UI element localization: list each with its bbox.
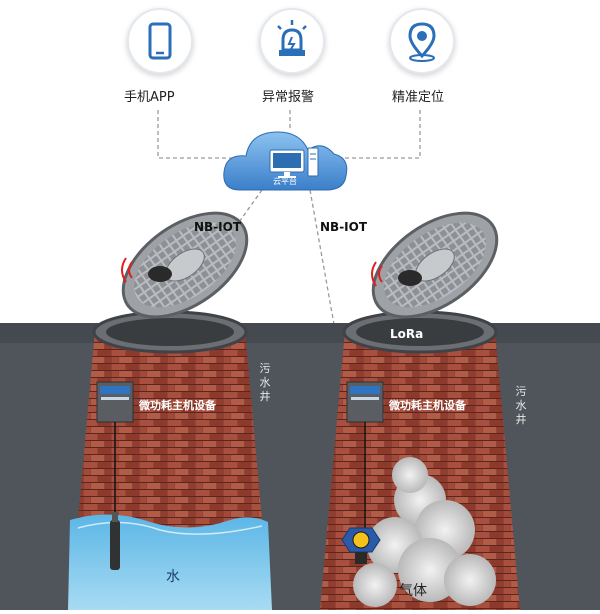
right-well [320,211,520,610]
left-sewer-label: 污水井 [259,362,271,403]
right-signal-icon [371,261,383,287]
gas-detector [341,527,381,564]
feature-label-app: 手机APP [124,90,175,105]
phone-app-icon [127,8,193,74]
gas-smoke [353,457,496,607]
left-manhole-cover [121,211,249,319]
feature-label-alarm: 异常报警 [262,90,315,105]
right-sewer-label: 污水井 [515,385,527,426]
connector-nbiot-right [309,189,336,331]
ground-surface [0,323,600,343]
left-host-label: 微功耗主机设备 [139,399,216,412]
left-lid-sensor [148,266,172,282]
gas-label: 气体 [399,583,427,599]
cloud-platform-icon [223,131,348,191]
right-manhole-cover [371,211,499,319]
link-label-left: NB-IOT [194,220,242,234]
right-host-label: 微功耗主机设备 [389,399,466,412]
feature-label-location: 精准定位 [392,90,445,105]
water-level-probe [110,520,120,570]
cloud-label: 云平台 [273,177,297,186]
location-pin-icon [389,8,455,74]
link-label-right: NB-IOT [320,220,368,234]
lora-label: LoRa [390,327,424,341]
alarm-siren-icon [259,8,325,74]
connector-app [157,110,240,159]
water-body [68,514,272,610]
connector-location [340,110,421,159]
water-label: 水 [166,569,180,585]
left-well [68,211,272,610]
left-signal-icon [121,257,133,283]
right-lid-sensor [398,270,422,286]
